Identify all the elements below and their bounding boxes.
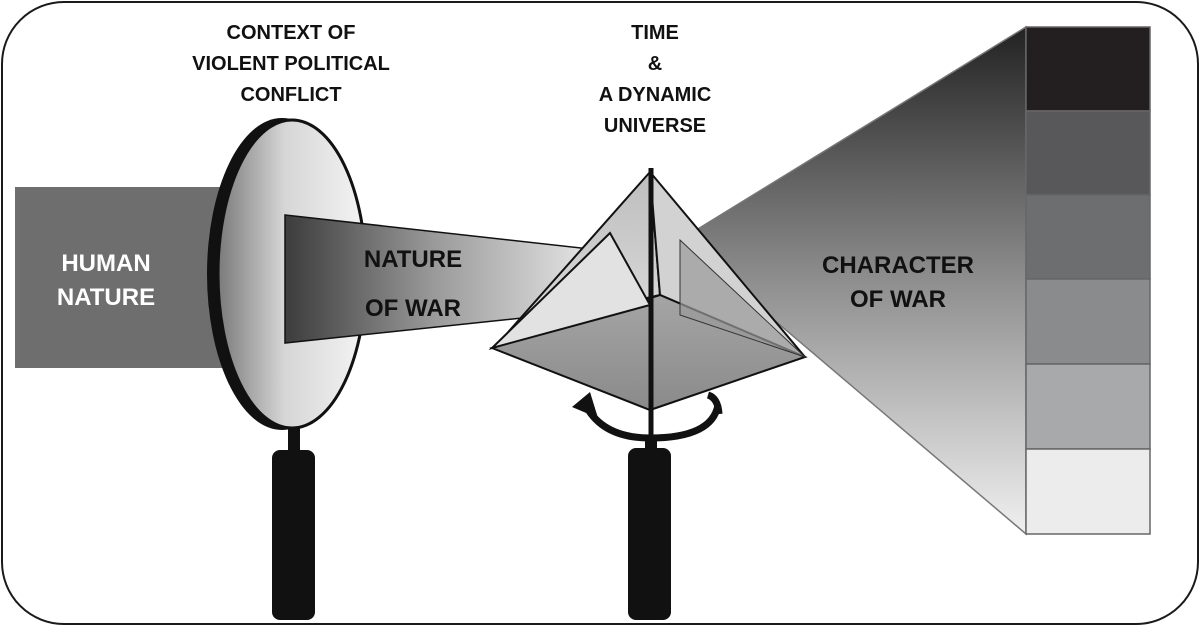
nature-of-war-line-1: NATURE	[364, 246, 462, 273]
character-of-war-line-2: OF WAR	[850, 286, 946, 313]
time-label-line-1: TIME	[631, 22, 679, 44]
spectrum-band-3	[1025, 194, 1151, 280]
time-label: TIME & A DYNAMIC UNIVERSE	[599, 22, 712, 137]
nature-of-war-line-2: OF WAR	[365, 295, 461, 322]
spectrum-band-1	[1025, 26, 1151, 112]
human-nature-line-1: HUMAN	[61, 250, 150, 277]
context-label-line-3: CONFLICT	[240, 84, 341, 106]
rotation-arc	[581, 402, 722, 442]
human-nature-box	[15, 187, 240, 368]
spectrum-band-2	[1025, 110, 1151, 196]
character-spectrum-bar	[1025, 26, 1151, 535]
nature-of-war-label: NATURE OF WAR	[364, 246, 462, 322]
magnifying-glass-icon	[207, 118, 368, 620]
magnifier-handle	[272, 450, 315, 620]
spectrum-band-6	[1025, 448, 1151, 535]
human-nature-label: HUMAN NATURE	[57, 250, 155, 311]
prism-shadow-face	[679, 238, 806, 358]
rotation-arrowhead	[572, 392, 598, 418]
magnifier-handle-neck	[288, 425, 300, 455]
character-of-war-line-1: CHARACTER	[822, 252, 974, 279]
spectrum-band-4	[1025, 278, 1151, 365]
character-of-war-label: CHARACTER OF WAR	[822, 252, 974, 313]
context-label-line-1: CONTEXT OF	[227, 22, 356, 44]
rotation-arrow-icon	[572, 391, 723, 442]
prism-stand-handle	[628, 448, 671, 620]
context-label-line-2: VIOLENT POLITICAL	[192, 53, 390, 75]
time-label-line-4: UNIVERSE	[604, 115, 706, 137]
rotation-tail	[706, 391, 723, 415]
spectrum-band-5	[1025, 363, 1151, 450]
human-nature-line-2: NATURE	[57, 284, 155, 311]
prism-icon	[488, 168, 808, 450]
prism-front-left	[488, 231, 652, 350]
context-label: CONTEXT OF VIOLENT POLITICAL CONFLICT	[192, 22, 390, 106]
time-label-line-3: A DYNAMIC	[599, 84, 712, 106]
time-label-line-2: &	[648, 53, 662, 75]
